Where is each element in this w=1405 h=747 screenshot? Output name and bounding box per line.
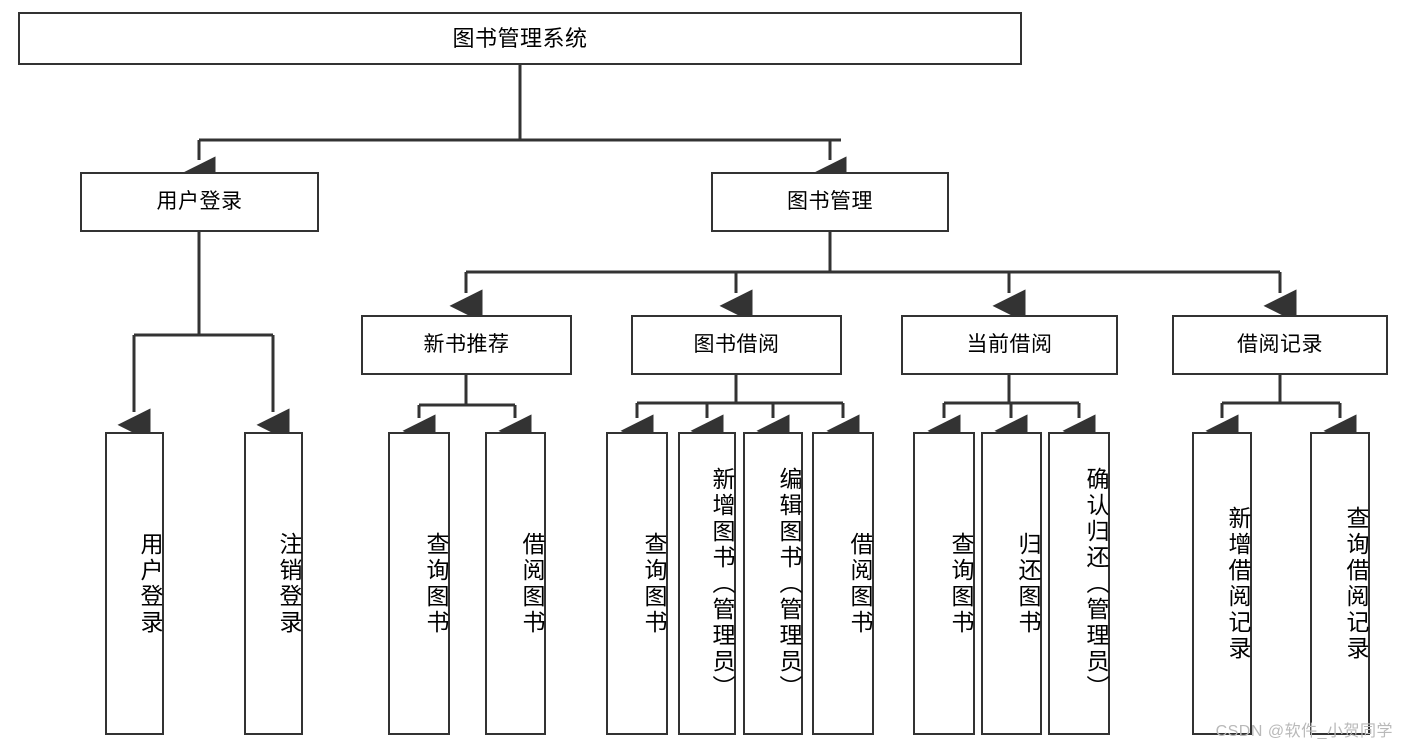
node-leaf-borrow-book-2[interactable]: 借阅图书	[812, 432, 874, 735]
node-current-borrow-label: 当前借阅	[966, 332, 1053, 356]
node-new-book-recommend-label: 新书推荐	[423, 332, 510, 356]
node-root[interactable]: 图书管理系统	[18, 12, 1022, 65]
node-leaf-confirm-return-admin[interactable]: 确认归还（管理员）	[1048, 432, 1110, 735]
node-leaf-query-book-2-label: 查询图书	[641, 531, 667, 636]
node-leaf-edit-book-admin-label: 编辑图书（管理员）	[776, 466, 802, 701]
node-leaf-confirm-return-admin-label: 确认归还（管理员）	[1083, 466, 1109, 701]
node-leaf-query-book-3[interactable]: 查询图书	[913, 432, 975, 735]
node-book-borrow[interactable]: 图书借阅	[631, 315, 842, 375]
node-book-manage[interactable]: 图书管理	[711, 172, 949, 232]
watermark-csdn: CSDN @软件_小贺同学	[1215, 723, 1393, 740]
node-leaf-edit-book-admin[interactable]: 编辑图书（管理员）	[743, 432, 803, 735]
node-book-borrow-label: 图书借阅	[693, 332, 780, 356]
node-new-book-recommend[interactable]: 新书推荐	[361, 315, 572, 375]
node-leaf-query-book-1[interactable]: 查询图书	[388, 432, 450, 735]
node-leaf-borrow-book-2-label: 借阅图书	[847, 531, 873, 636]
node-leaf-query-borrow-record-label: 查询借阅记录	[1343, 505, 1369, 662]
node-leaf-logout-login-label: 注销登录	[276, 531, 302, 636]
node-user-login-label: 用户登录	[156, 189, 243, 213]
node-leaf-return-book-label: 归还图书	[1015, 531, 1041, 636]
node-current-borrow[interactable]: 当前借阅	[901, 315, 1118, 375]
node-leaf-query-book-3-label: 查询图书	[948, 531, 974, 636]
node-leaf-add-borrow-record-label: 新增借阅记录	[1225, 505, 1251, 662]
node-leaf-add-borrow-record[interactable]: 新增借阅记录	[1192, 432, 1252, 735]
node-leaf-borrow-book-1[interactable]: 借阅图书	[485, 432, 546, 735]
node-leaf-query-book-1-label: 查询图书	[423, 531, 449, 636]
node-leaf-query-borrow-record[interactable]: 查询借阅记录	[1310, 432, 1370, 735]
node-leaf-borrow-book-1-label: 借阅图书	[519, 531, 545, 636]
node-leaf-add-book-admin[interactable]: 新增图书（管理员）	[678, 432, 736, 735]
node-user-login[interactable]: 用户登录	[80, 172, 319, 232]
node-leaf-logout-login[interactable]: 注销登录	[244, 432, 303, 735]
node-leaf-user-login[interactable]: 用户登录	[105, 432, 164, 735]
node-leaf-add-book-admin-label: 新增图书（管理员）	[709, 466, 735, 701]
node-leaf-user-login-label: 用户登录	[137, 531, 163, 636]
node-root-label: 图书管理系统	[452, 25, 588, 51]
node-book-manage-label: 图书管理	[787, 189, 873, 213]
node-leaf-return-book[interactable]: 归还图书	[981, 432, 1042, 735]
node-leaf-query-book-2[interactable]: 查询图书	[606, 432, 668, 735]
node-borrow-record[interactable]: 借阅记录	[1172, 315, 1388, 375]
node-borrow-record-label: 借阅记录	[1237, 332, 1323, 356]
